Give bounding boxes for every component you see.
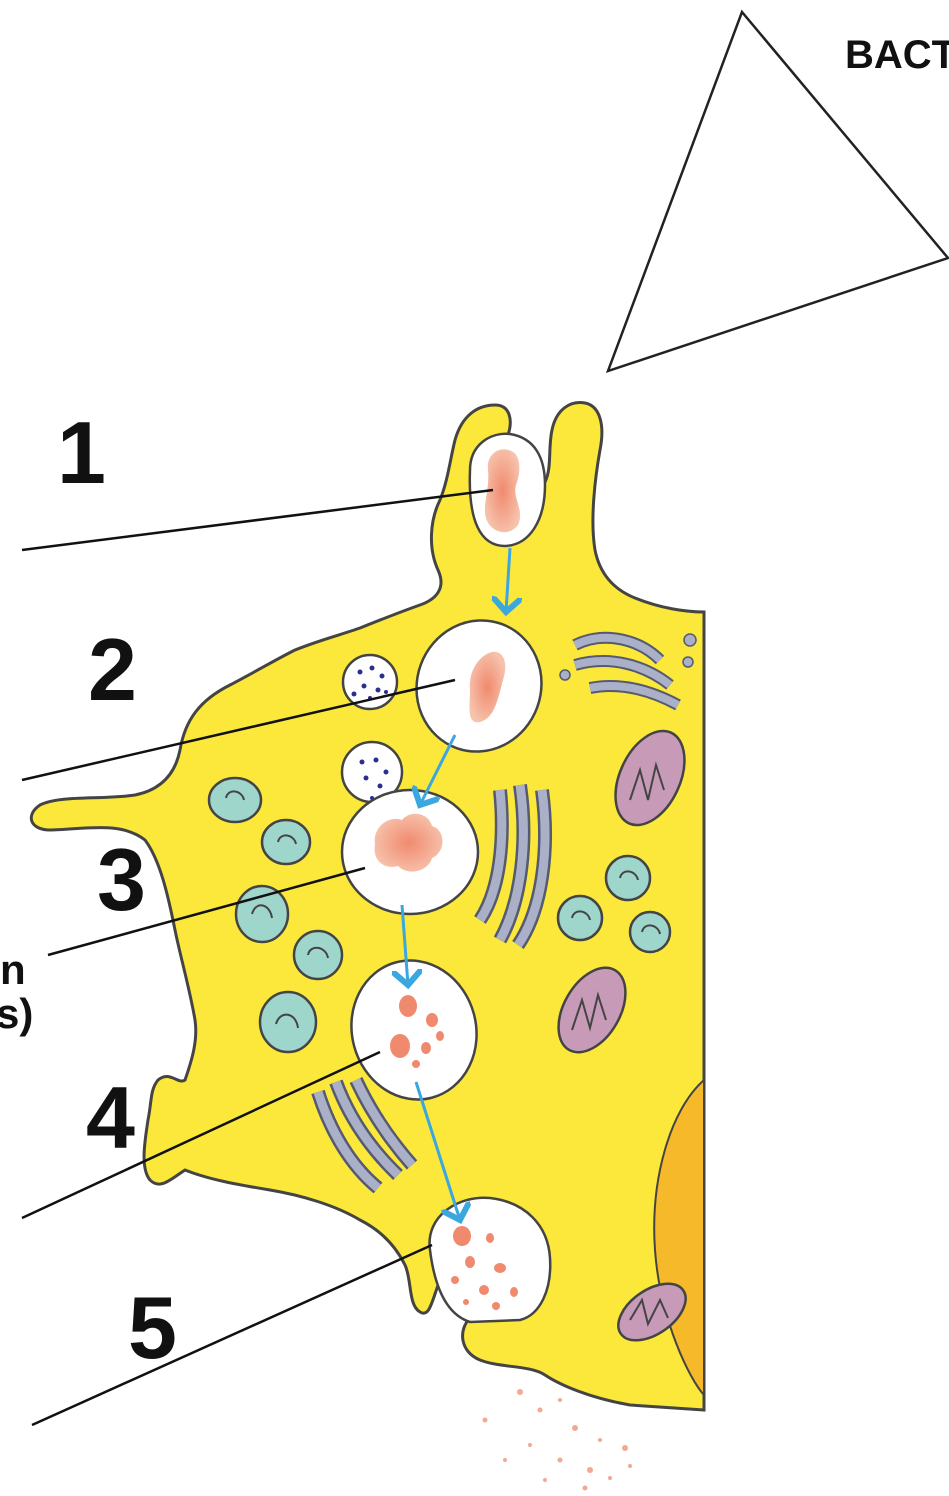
edge-label-fragment-2: s) xyxy=(0,990,33,1037)
step-number-2: 2 xyxy=(88,620,137,719)
step-number-4: 4 xyxy=(86,1068,135,1167)
step-number-1: 1 xyxy=(57,403,106,502)
step-number-3: 3 xyxy=(97,830,146,929)
triangle-label: BACT xyxy=(845,33,949,77)
step-number-5: 5 xyxy=(128,1278,177,1377)
exocytosis-vesicle xyxy=(430,1198,551,1322)
released-particles xyxy=(483,1389,633,1491)
edge-label-fragment-1: n xyxy=(0,946,26,993)
